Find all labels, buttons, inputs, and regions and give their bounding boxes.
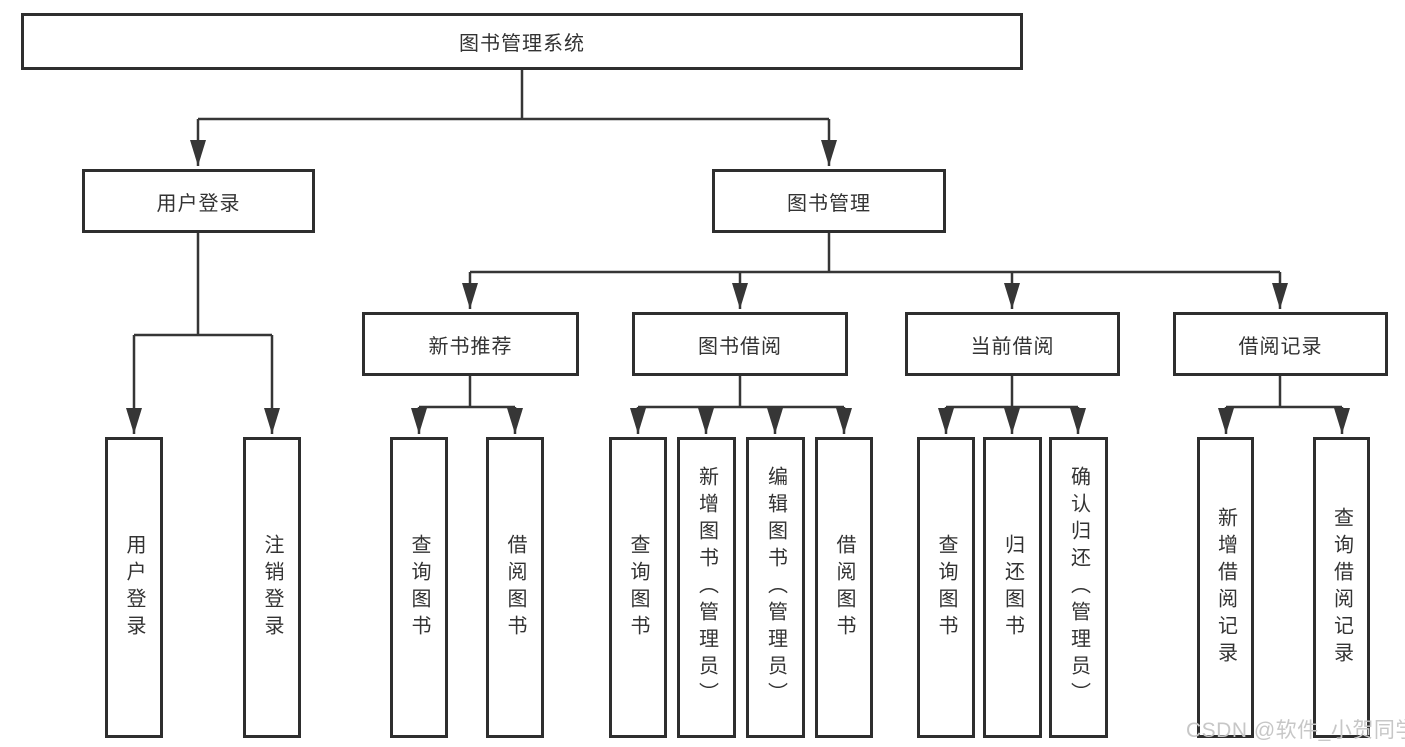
leaf-recommend-borrow-books: 借阅图书 (486, 437, 544, 738)
leaf-confirm-return-admin: 确认归还（管理员） (1049, 437, 1108, 738)
leaf-add-book-admin: 新增图书（管理员） (677, 437, 736, 738)
leaf-edit-book-admin: 编辑图书（管理员） (746, 437, 805, 738)
node-new-book-recommend: 新书推荐 (362, 312, 579, 376)
leaf-return-books: 归还图书 (983, 437, 1042, 738)
leaf-add-borrow-record: 新增借阅记录 (1197, 437, 1254, 738)
node-borrowing-records: 借阅记录 (1173, 312, 1388, 376)
leaf-logout: 注销登录 (243, 437, 301, 738)
node-book-management-branch: 图书管理 (712, 169, 946, 233)
leaf-recommend-query-books: 查询图书 (390, 437, 448, 738)
leaf-query-borrow-record: 查询借阅记录 (1313, 437, 1370, 738)
leaf-current-query-books: 查询图书 (917, 437, 975, 738)
node-current-borrowing: 当前借阅 (905, 312, 1120, 376)
node-user-login-branch: 用户登录 (82, 169, 315, 233)
leaf-borrowing-borrow-books: 借阅图书 (815, 437, 873, 738)
leaf-user-login: 用户登录 (105, 437, 163, 738)
node-book-borrowing: 图书借阅 (632, 312, 848, 376)
node-root-library-system: 图书管理系统 (21, 13, 1023, 70)
leaf-borrowing-query-books: 查询图书 (609, 437, 667, 738)
csdn-watermark: CSDN @软件_小贺同学 (1186, 719, 1405, 742)
